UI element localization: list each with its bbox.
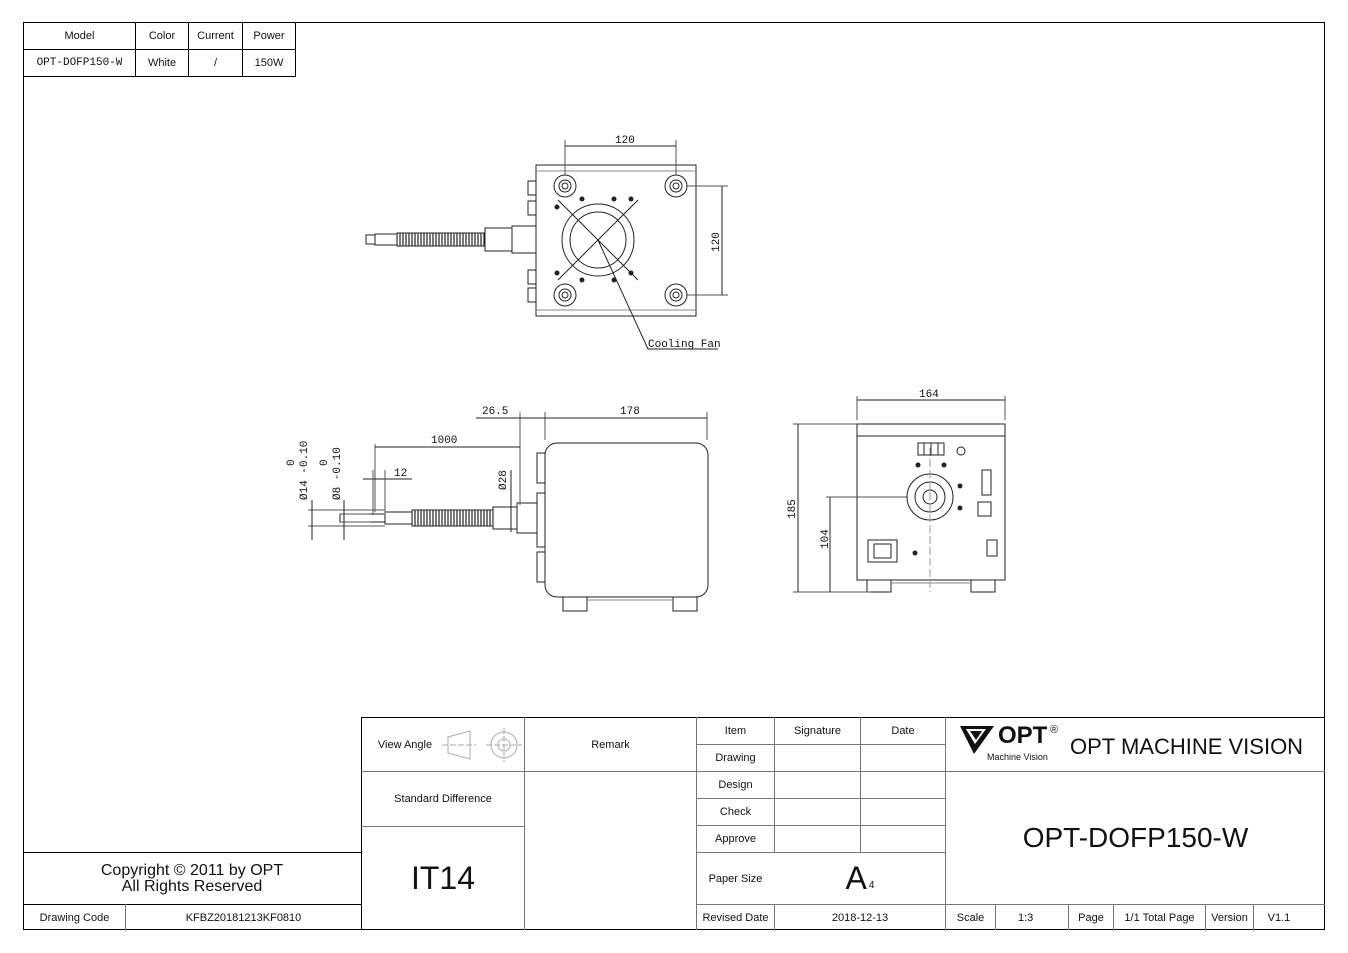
- cooling-fan-label: Cooling Fan: [648, 339, 721, 351]
- side-dim-cable: 1000: [431, 435, 457, 447]
- row-check: Check: [719, 806, 752, 818]
- rear-dim-axis: 104: [820, 529, 832, 549]
- copyright: Copyright © 2011 by OPT All Rights Reser…: [23, 863, 361, 895]
- scale-value: 1:3: [1018, 911, 1034, 924]
- side-tol-8: Ø8 -0.10: [332, 447, 344, 500]
- side-tol-14-zero: 0: [286, 459, 298, 466]
- side-dim-body: 178: [620, 406, 640, 418]
- opt-logo-reg: ®: [1050, 724, 1059, 736]
- spec-header-color: Color: [135, 22, 189, 50]
- page-label: Page: [1078, 911, 1104, 924]
- row-design: Design: [718, 779, 753, 791]
- rear-dim-height: 185: [787, 499, 799, 519]
- spec-value-color: White: [135, 49, 189, 77]
- spec-header-row: Model Color Current Power: [23, 22, 296, 50]
- date-label: Date: [891, 725, 915, 737]
- side-dim-offset: 26.5: [482, 406, 508, 418]
- copyright-line1: Copyright © 2011 by OPT: [100, 862, 284, 879]
- side-dim-tip: 12: [394, 468, 407, 480]
- spec-value-power: 150W: [242, 49, 296, 77]
- copyright-line2: All Rights Reserved: [121, 878, 263, 895]
- tolerance-grade: IT14: [410, 860, 476, 896]
- signature-label: Signature: [793, 725, 842, 737]
- drawing-code-label: Drawing Code: [39, 911, 110, 924]
- drawing-code: KFBZ20181213KF0810: [185, 911, 302, 924]
- part-number: OPT-DOFP150-W: [1022, 822, 1249, 853]
- page-value: 1/1 Total Page: [1124, 911, 1195, 924]
- paper-size-letter: A: [845, 860, 867, 896]
- spec-value-row: OPT-DOFP150-W White / 150W: [23, 49, 296, 77]
- paper-size-number: 4: [868, 880, 875, 891]
- spec-table: Model Color Current Power OPT-DOFP150-W …: [23, 22, 296, 77]
- revised-date-label: Revised Date: [702, 911, 769, 924]
- row-drawing: Drawing: [715, 752, 756, 764]
- standard-difference-label: Standard Difference: [394, 793, 492, 805]
- top-dim-height: 120: [711, 232, 723, 252]
- item-label: Item: [724, 725, 747, 737]
- opt-logo-text: OPT: [998, 722, 1048, 749]
- scale-label: Scale: [956, 911, 985, 924]
- view-angle-symbol-icon: [442, 728, 522, 762]
- version-label: Version: [1211, 911, 1248, 924]
- rear-view: [793, 396, 1006, 593]
- opt-logo: OPT ® Machine Vision: [960, 724, 1070, 766]
- side-tol-14: Ø14 -0.10: [299, 441, 311, 500]
- cooling-fan-icon: [554, 196, 639, 283]
- view-angle-label: View Angle: [377, 738, 433, 751]
- opt-logo-icon: [960, 726, 994, 754]
- opt-logo-sub: Machine Vision: [987, 752, 1048, 762]
- revised-date: 2018-12-13: [831, 911, 889, 924]
- row-approve: Approve: [715, 833, 756, 845]
- technical-drawing: 120 120 Cooling Fan 1000 26.5 178 12 Ø28…: [286, 135, 1006, 612]
- side-tol-8-zero: 0: [319, 459, 331, 466]
- paper-size-value: A 4: [775, 853, 945, 904]
- paper-size-label: Paper Size: [708, 872, 763, 885]
- top-dim-width: 120: [615, 135, 635, 147]
- rear-dim-width: 164: [919, 389, 939, 401]
- remark-label: Remark: [591, 738, 630, 751]
- company-name: OPT MACHINE VISION: [1070, 734, 1304, 759]
- side-view: [308, 412, 709, 612]
- version-value: V1.1: [1267, 911, 1291, 924]
- spec-value-model: OPT-DOFP150-W: [23, 49, 136, 77]
- top-view: [365, 140, 728, 350]
- side-dim-dia28: Ø28: [498, 470, 510, 490]
- drawing-frame: [23, 22, 1325, 930]
